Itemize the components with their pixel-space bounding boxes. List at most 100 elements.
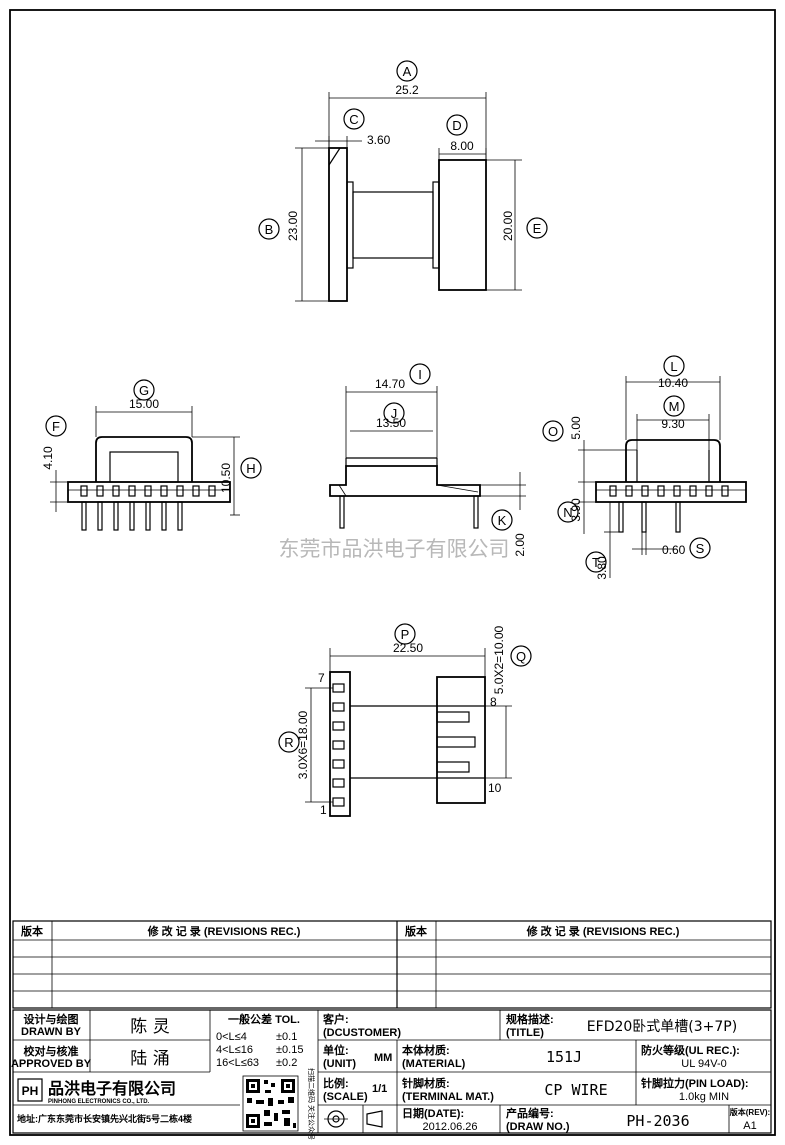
customer-label-en: (DCUSTOMER) <box>323 1027 401 1039</box>
terminal-label: 针脚材质: <box>402 1076 450 1090</box>
rev-label: 版本(REV): <box>729 1107 770 1117</box>
date-value: 2012.06.26 <box>422 1121 477 1133</box>
svg-text:Q: Q <box>516 649 526 664</box>
svg-text:C: C <box>349 112 358 127</box>
terminal-label-en: (TERMINAL MAT.) <box>402 1091 494 1103</box>
date-label: 日期(DATE): <box>402 1106 464 1120</box>
svg-text:J: J <box>391 406 398 421</box>
dim-C-value: 3.60 <box>367 133 391 147</box>
tol-range-2: 4<L≤16 <box>216 1044 253 1056</box>
svg-text:N: N <box>563 505 572 520</box>
qr-code-icon <box>242 1075 299 1132</box>
svg-text:D: D <box>452 118 461 133</box>
end-view: 10.40 L 9.30 M 5.00 O 3.90 N 3.80 T 0.60 <box>542 355 747 580</box>
tol-range-3: 16<L≤63 <box>216 1057 259 1069</box>
svg-text:F: F <box>52 419 60 434</box>
dim-M-value: 9.30 <box>661 417 685 431</box>
pin-7: 7 <box>318 671 325 685</box>
company-logo <box>17 1078 43 1102</box>
material-label: 本体材质: <box>402 1043 450 1057</box>
company-name-cn: 品洪电子有限公司 <box>48 1079 176 1098</box>
projection-symbol-icon <box>324 1110 383 1128</box>
svg-text:O: O <box>548 424 558 439</box>
unit-label-en: (UNIT) <box>323 1058 356 1070</box>
tol-label: 一般公差 TOL. <box>228 1012 300 1026</box>
sheet-border <box>9 9 776 1136</box>
designer-label-en: DRAWN BY <box>21 1026 82 1038</box>
scale-value: 1/1 <box>372 1083 387 1095</box>
pin-10: 10 <box>488 781 502 795</box>
dim-G-value: 15.00 <box>129 397 159 411</box>
svg-text:K: K <box>498 513 507 528</box>
title-block: 设计与绘图 DRAWN BY 陈 灵 校对与核准 APPROVED BY 陆 涌… <box>11 1009 772 1140</box>
dim-Q-value: 5.0X2=10.00 <box>492 625 506 694</box>
svg-text:H: H <box>246 461 255 476</box>
dim-F-value: 4.10 <box>41 446 55 470</box>
material-label-en: (MATERIAL) <box>402 1058 466 1070</box>
dim-I-value: 14.70 <box>375 377 405 391</box>
watermark: 东莞市品洪电子有限公司 <box>279 537 510 561</box>
dim-R-value: 3.0X6=18.00 <box>296 710 310 779</box>
title-label: 规格描述: <box>506 1012 554 1026</box>
rev-rec-header-left: 修 改 记 录 (REVISIONS REC.) <box>147 924 301 938</box>
side-view: 14.70 I 13.50 J 2.00 K <box>329 363 527 557</box>
front-view: 15.00 G 4.10 F 10.50 H <box>41 379 262 531</box>
company-address: 地址:广东东莞市长安镇先兴北街5号二栋4楼 <box>17 1113 192 1124</box>
dim-A-value: 25.2 <box>395 83 419 97</box>
bottom-view: 7 1 8 10 22.50 P 5.0X2=10.00 Q 3.0X6=18.… <box>278 623 532 817</box>
svg-text:T: T <box>592 555 600 570</box>
ul-label: 防火等级(UL REC.): <box>641 1043 740 1057</box>
product-title: EFD20卧式单槽(3+7P) <box>587 1019 737 1035</box>
rev-ver-header-right: 版本 <box>405 924 427 938</box>
svg-text:P: P <box>401 627 410 642</box>
rev-rec-header-right: 修 改 记 录 (REVISIONS REC.) <box>526 924 680 938</box>
designer-name: 陈 灵 <box>130 1017 169 1037</box>
svg-text:L: L <box>670 359 677 374</box>
pinload-label: 针脚拉力(PIN LOAD): <box>641 1076 749 1090</box>
dim-D-value: 8.00 <box>450 139 474 153</box>
qr-caption: 扫描二维码 关注公众号 <box>307 1068 316 1140</box>
tol-val-3: ±0.2 <box>276 1057 297 1069</box>
svg-text:A: A <box>403 64 412 79</box>
pinload-value: 1.0kg MIN <box>679 1091 729 1103</box>
unit-value: MM <box>374 1052 392 1064</box>
svg-text:R: R <box>284 735 293 750</box>
customer-label: 客户: <box>322 1012 349 1026</box>
material-value: 151J <box>546 1048 582 1066</box>
dim-E-value: 20.00 <box>501 211 515 241</box>
rev-ver-header-left: 版本 <box>21 924 43 938</box>
svg-text:PH: PH <box>22 1084 39 1098</box>
scale-label: 比例: <box>323 1076 349 1090</box>
pin-1: 1 <box>320 803 327 817</box>
checker-label-cn: 校对与核准 <box>24 1044 79 1058</box>
drawing-number: PH-2036 <box>626 1112 689 1130</box>
svg-text:S: S <box>696 541 705 556</box>
drawno-label: 产品编号: <box>506 1106 554 1120</box>
pin-8: 8 <box>490 695 497 709</box>
svg-text:B: B <box>265 222 274 237</box>
dim-K-value: 2.00 <box>513 533 527 557</box>
tol-val-1: ±0.1 <box>276 1031 297 1043</box>
dim-L-value: 10.40 <box>658 376 688 390</box>
title-label-en: (TITLE) <box>506 1027 544 1039</box>
unit-label: 单位: <box>323 1043 349 1057</box>
drawno-label-en: (DRAW NO.) <box>506 1121 570 1133</box>
company-name-en: PINHONG ELECTRONICS CO., LTD. <box>48 1099 150 1105</box>
top-view: 25.2 A 3.60 C 8.00 D 23.00 B 20.00 E <box>258 60 548 302</box>
dim-B-value: 23.00 <box>286 211 300 241</box>
dim-S-value: 0.60 <box>662 543 686 557</box>
terminal-value: CP WIRE <box>544 1081 607 1099</box>
svg-text:I: I <box>418 367 422 382</box>
tol-range-1: 0<L≤4 <box>216 1031 247 1043</box>
dim-P-value: 22.50 <box>393 641 423 655</box>
dim-H-value: 10.50 <box>219 463 233 493</box>
ul-value: UL 94V-0 <box>681 1058 726 1070</box>
designer-label-cn: 设计与绘图 <box>24 1012 79 1026</box>
checker-label-en: APPROVED BY <box>11 1058 92 1070</box>
checker-name: 陆 涌 <box>130 1049 169 1069</box>
revisions-table: 版本 修 改 记 录 (REVISIONS REC.) 版本 修 改 记 录 (… <box>12 920 772 1009</box>
dim-O-value: 5.00 <box>569 416 583 440</box>
rev-value: A1 <box>743 1120 756 1132</box>
tol-val-2: ±0.15 <box>276 1044 303 1056</box>
